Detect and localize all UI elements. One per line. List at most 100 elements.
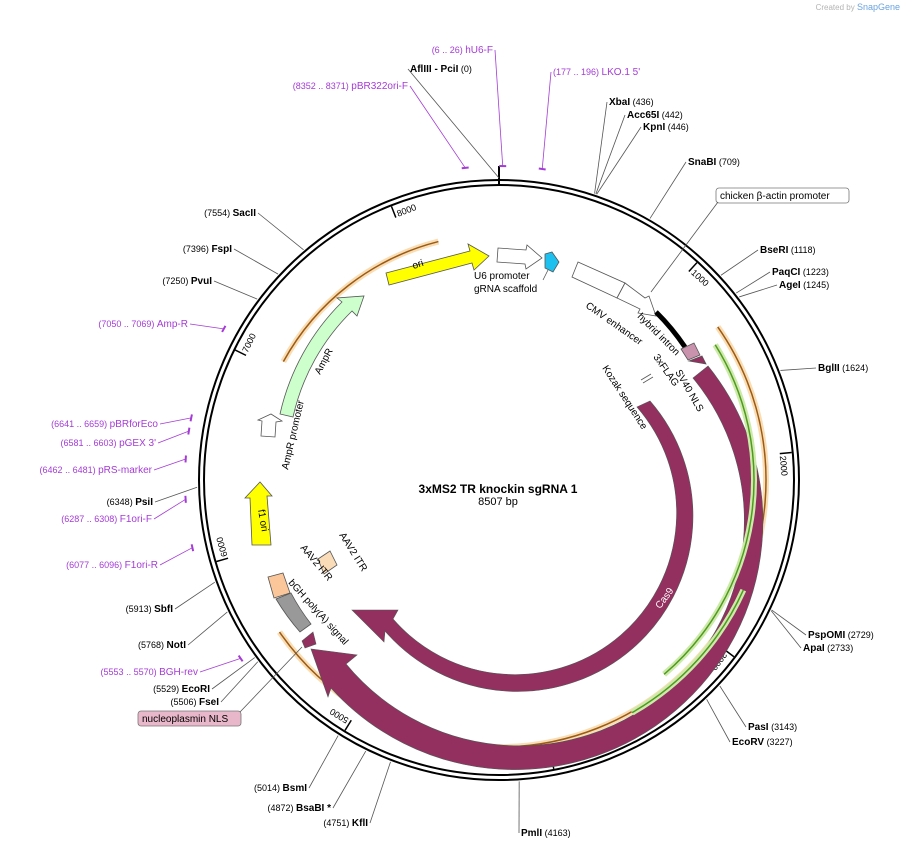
nucleoplasmin-nls-box[interactable] (137, 710, 242, 727)
primer-label[interactable]: (6 .. 26) hU6-F (432, 45, 493, 56)
site-leader (771, 609, 807, 636)
restriction-site-label[interactable]: PasI (3143) (748, 722, 797, 733)
primer-label[interactable]: (6077 .. 6096) F1ori-R (66, 560, 158, 571)
site-leader (174, 581, 216, 610)
restriction-site-label[interactable]: AflIII - PciI (0) (410, 64, 472, 75)
restriction-site-label[interactable]: (5014) BsmI (254, 783, 307, 794)
site-label-part: (3227) (764, 737, 793, 747)
nucleoplasmin-nls-feature[interactable] (301, 631, 317, 649)
ruler-tick (390, 206, 397, 218)
site-leader (706, 699, 731, 743)
site-label-part: PasI (748, 722, 769, 733)
site-label-part: (5506) (170, 697, 199, 707)
site-leader (649, 161, 687, 219)
site-label-part: (1118) (788, 245, 815, 255)
restriction-site-label[interactable]: (4872) BsaBI * (267, 803, 331, 814)
restriction-site-label[interactable]: (7554) SacII (204, 208, 256, 219)
site-leader (770, 610, 802, 649)
restriction-site-label[interactable]: AgeI (1245) (779, 280, 829, 291)
ruler-tick (779, 451, 792, 455)
restriction-site-label[interactable]: (6348) PsiI (107, 497, 154, 508)
site-label-part: AgeI (779, 280, 801, 291)
sv40-nls-feature[interactable] (687, 355, 707, 365)
restriction-site-label[interactable]: PspOMI (2729) (808, 630, 874, 641)
restriction-site-label[interactable]: SnaBI (709) (688, 157, 740, 168)
site-label-part: (5529) (153, 684, 182, 694)
site-label-part: (0) (458, 64, 472, 74)
primer-leader (159, 417, 192, 425)
chicken-actin-promoter-feature[interactable] (616, 282, 657, 317)
site-label-part: FspI (211, 244, 232, 255)
site-label-part: Acc65I (627, 110, 659, 121)
primer-label[interactable]: (6287 .. 6308) F1ori-F (61, 514, 152, 525)
credit-prefix: Created by (815, 3, 855, 12)
primer-mark (189, 414, 193, 422)
site-leader (220, 661, 259, 703)
grna-scaffold-feature[interactable] (544, 251, 560, 273)
restriction-site-label[interactable]: (5768) NotI (138, 640, 186, 651)
site-leader (595, 114, 626, 195)
site-label-part: (3143) (769, 722, 798, 732)
primer-label[interactable]: (177 .. 196) LKO.1 5' (553, 67, 640, 78)
restriction-site-label[interactable]: (5529) EcoRI (153, 684, 210, 695)
chicken-actin-promoter-box[interactable] (715, 187, 850, 204)
nucleoplasmin-leader (239, 646, 303, 713)
restriction-site-label[interactable]: (7396) FspI (183, 244, 232, 255)
ampr-feature[interactable] (279, 295, 365, 418)
site-leader (719, 685, 747, 728)
primer-leader (153, 498, 186, 520)
ampr-promoter-feature[interactable] (256, 413, 284, 438)
site-label-part: EcoRV (732, 737, 764, 748)
cas9-inner-feature[interactable] (351, 400, 694, 692)
primer-label[interactable]: (6462 .. 6481) pRS-marker (40, 465, 153, 476)
restriction-site-label[interactable]: EcoRV (3227) (732, 737, 793, 748)
primer-label[interactable]: (7050 .. 7069) Amp-R (98, 319, 188, 330)
restriction-site-label[interactable]: (7250) PvuI (162, 276, 212, 287)
restriction-site-label[interactable]: PaqCI (1223) (772, 267, 829, 278)
snapgene-brand: SnapGene (856, 2, 900, 12)
snapgene-credit: Created by SnapGene (816, 2, 900, 12)
site-label-part: (1245) (801, 280, 830, 290)
primer-pos: (6287 .. 6308) (61, 514, 120, 524)
site-label-part: (4751) (323, 818, 352, 828)
primer-leader (494, 49, 504, 167)
site-label-part: BsaBI * (296, 803, 331, 814)
site-label-part: (1223) (800, 267, 829, 277)
plasmid-length: 8507 bp (478, 496, 518, 508)
primer-label[interactable]: (8352 .. 8371) pBR322ori-F (293, 81, 408, 92)
restriction-site-label[interactable]: BglII (1624) (818, 363, 868, 374)
restriction-site-label[interactable]: BseRI (1118) (760, 245, 816, 256)
grna-leader (542, 269, 549, 281)
restriction-site-label[interactable]: (5506) FseI (170, 697, 219, 708)
site-label-part: KpnI (643, 122, 665, 133)
cas9-outer-feature[interactable] (310, 365, 764, 770)
chicken-actin-promoter-label: chicken β-actin promoter (720, 191, 830, 202)
kozak-feature[interactable] (680, 342, 701, 361)
ori-feature[interactable] (385, 243, 490, 286)
restriction-site-label[interactable]: (4751) KflI (323, 818, 368, 829)
restriction-site-label[interactable]: ApaI (2733) (803, 643, 853, 654)
restriction-site-label[interactable]: (5913) SbfI (126, 604, 174, 615)
f1-ori-feature[interactable] (244, 481, 273, 546)
primer-mark (461, 166, 469, 170)
restriction-site-label[interactable]: PmlI (4163) (521, 828, 571, 839)
restriction-site-label[interactable]: KpnI (446) (643, 122, 689, 133)
site-label-part: - PciI (432, 64, 459, 75)
site-label-part: (5913) (126, 604, 155, 614)
u6-promoter-feature[interactable] (496, 244, 543, 270)
restriction-site-label[interactable]: Acc65I (442) (627, 110, 683, 121)
primer-mark (538, 167, 546, 171)
bgh-polya-feature[interactable] (275, 592, 312, 633)
restriction-site-label[interactable]: XbaI (436) (609, 97, 654, 108)
cmv-enhancer-feature[interactable] (571, 261, 626, 299)
primer-label[interactable]: (5553 .. 5570) BGH-rev (101, 667, 198, 678)
aav2-itr-1-feature[interactable] (317, 550, 338, 575)
primer-label[interactable]: (6641 .. 6659) pBRforEco (51, 419, 158, 430)
site-leader (594, 101, 608, 194)
primer-name: BGH-rev (159, 667, 198, 678)
site-label-part: PsiI (135, 497, 153, 508)
site-label-part: SnaBI (688, 157, 717, 168)
primer-label[interactable]: (6581 .. 6603) pGEX 3' (61, 438, 157, 449)
primer-name: F1ori-F (120, 514, 152, 525)
site-label-part: PmlI (521, 828, 542, 839)
